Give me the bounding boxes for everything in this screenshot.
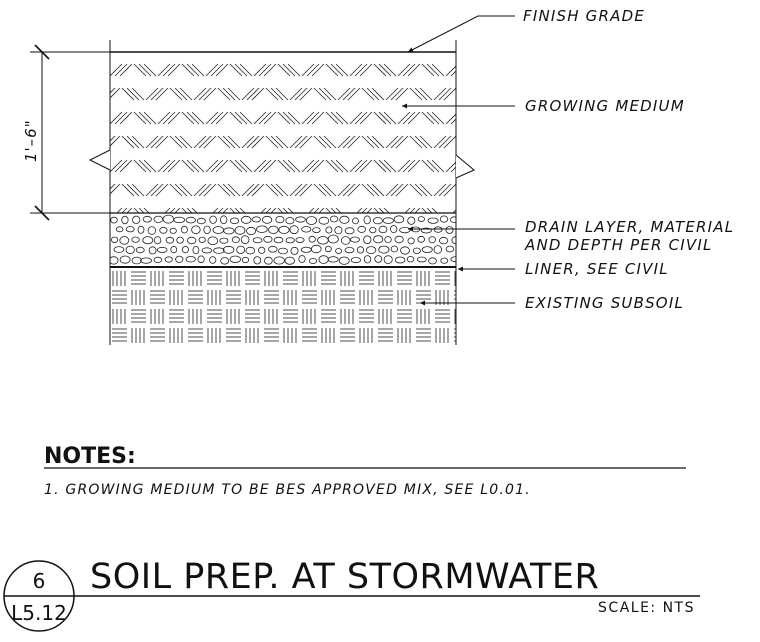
callout-finish-grade: FINISH GRADE <box>523 7 645 25</box>
break-symbols <box>88 149 475 179</box>
callout-liner: LINER, SEE CIVIL <box>525 260 669 278</box>
callout-drain-layer-line2: AND DEPTH PER CIVIL <box>524 236 713 254</box>
note-item-1: 1. GROWING MEDIUM TO BE BES APPROVED MIX… <box>44 482 531 498</box>
dimension-line <box>30 44 110 221</box>
subsoil-hatch <box>112 271 456 343</box>
drain-layer-gravel <box>110 214 456 265</box>
detail-bubble <box>3 560 700 632</box>
callout-growing-medium: GROWING MEDIUM <box>525 97 685 115</box>
section-outline <box>109 40 457 345</box>
growing-medium-hatch <box>110 52 456 213</box>
detail-number: 6 <box>33 569 46 593</box>
detail-scale: SCALE: NTS <box>598 600 695 616</box>
callout-drain-layer-line1: DRAIN LAYER, MATERIAL <box>525 218 734 236</box>
notes-title: NOTES: <box>44 444 136 469</box>
detail-title: SOIL PREP. AT STORMWATER <box>90 557 599 597</box>
detail-sheet: L5.12 <box>11 601 67 625</box>
callout-existing-subsoil: EXISTING SUBSOIL <box>525 294 684 312</box>
leader-lines <box>402 15 515 306</box>
dimension-label: 1'–6" <box>22 119 40 162</box>
